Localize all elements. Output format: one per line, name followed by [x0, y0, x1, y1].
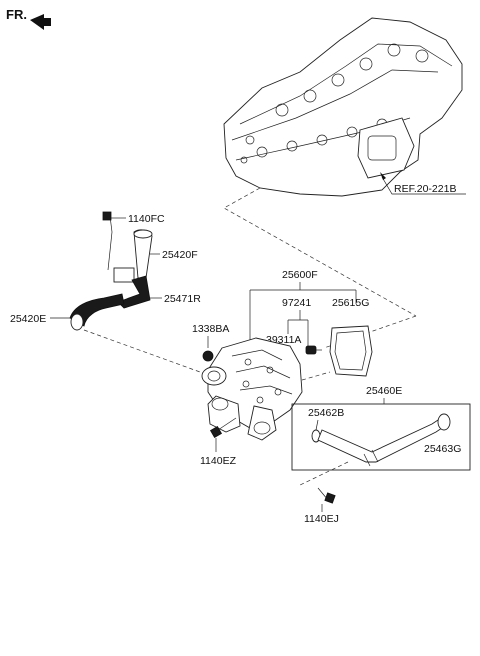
left-hose-group: 25420E [10, 293, 201, 373]
part-label-25462B: 25462B [308, 407, 344, 419]
upper-pipe-group: 1140FC 25420F [102, 211, 198, 283]
part-label-25600F: 25600F [282, 269, 318, 281]
part-label-25460E: 25460E [366, 385, 402, 397]
part-label-25420F: 25420F [162, 249, 198, 261]
ref-label: REF.20-221B [394, 183, 456, 195]
part-label-1140EJ: 1140EJ [304, 513, 339, 525]
gasket-part [329, 325, 373, 377]
part-label-97241: 97241 [282, 297, 311, 309]
assembly-line [223, 187, 417, 317]
arrow-icon [380, 172, 386, 180]
part-label-1140EZ: 1140EZ [200, 455, 237, 467]
bolt-1140EJ: 1140EJ [304, 487, 339, 525]
front-direction-indicator: FR. [6, 7, 51, 30]
fr-label: FR. [6, 7, 27, 22]
housing-assembly-callout: 25600F 97241 25615G 39311A [249, 269, 369, 346]
sensor-part [305, 345, 322, 355]
part-label-25463G: 25463G [424, 443, 461, 455]
part-label-1338BA: 1338BA [192, 323, 229, 335]
ref-callout: REF.20-221B [380, 172, 466, 195]
part-label-25615G: 25615G [332, 297, 369, 309]
nut-part: 1338BA [192, 323, 229, 362]
assembly-line [323, 315, 417, 349]
pipe-assembly-group: 25460E 25462B 25463G [291, 385, 471, 487]
part-label-25420E: 25420E [10, 313, 46, 325]
front-arrow-icon [30, 14, 51, 30]
part-label-1140FC: 1140FC [128, 213, 165, 225]
cylinder-head-illustration [223, 17, 463, 197]
small-hose-group: 25471R [117, 275, 201, 309]
part-label-25471R: 25471R [164, 293, 201, 305]
bolt-1140EZ: 1140EZ [200, 417, 237, 467]
thermostat-housing-illustration [201, 337, 331, 441]
